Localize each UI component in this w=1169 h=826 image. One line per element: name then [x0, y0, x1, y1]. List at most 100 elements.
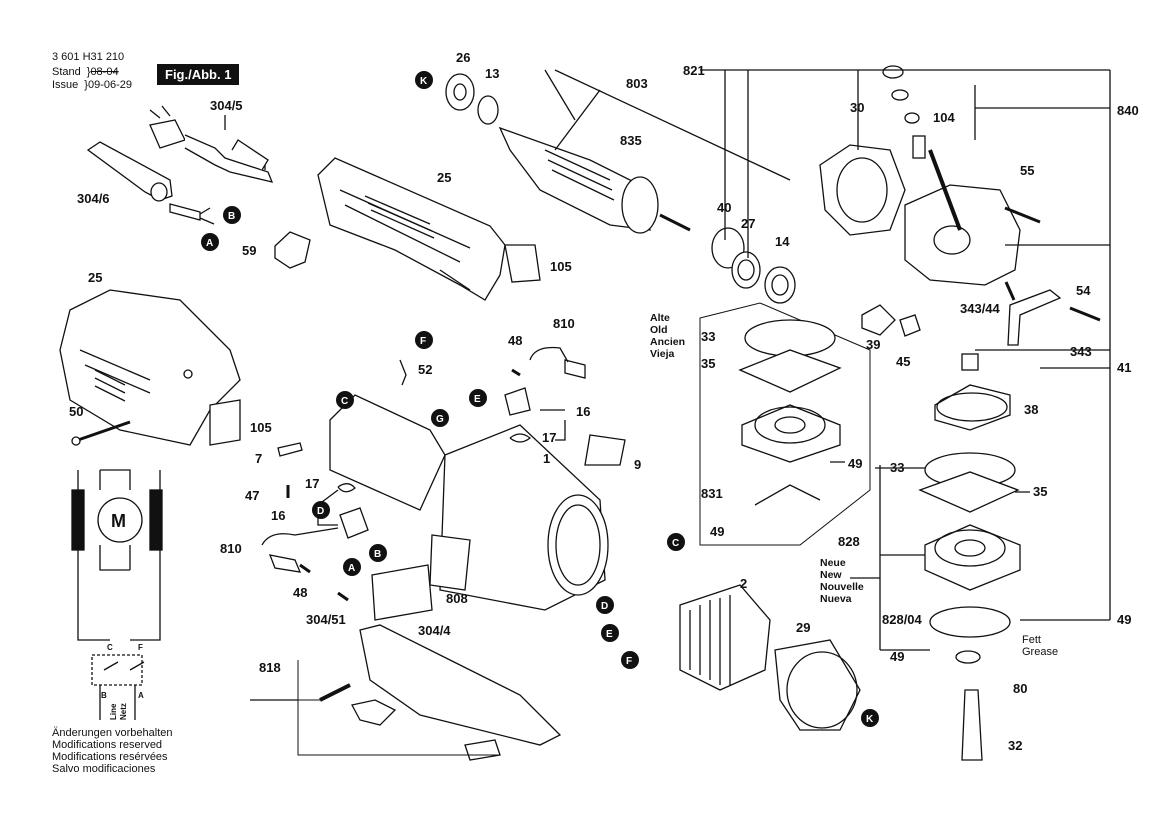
part-810-lower: 810 — [220, 541, 242, 556]
part-835: 835 — [620, 133, 642, 148]
part-27: 27 — [741, 216, 755, 231]
part-821: 821 — [683, 63, 705, 78]
stand-date: 08-04 — [90, 66, 119, 78]
wiring-schematic — [71, 469, 165, 720]
connector-f-mid: F — [420, 336, 426, 347]
issue-date: 09-06-29 — [87, 79, 133, 91]
part-810-upper: 810 — [553, 316, 575, 331]
part-818: 818 — [259, 660, 281, 675]
part-number-labels: 26 13 803 821 30 840 104 835 304/5 304/6… — [69, 50, 1139, 753]
old-edition-box — [699, 302, 871, 546]
connector-d-low: D — [601, 601, 608, 612]
part-16-upper: 16 — [576, 404, 590, 419]
switch-base — [319, 624, 562, 761]
part-343-44: 343/44 — [960, 301, 1001, 316]
motor-housing-upper — [317, 157, 506, 301]
part-17-lower: 17 — [305, 476, 319, 491]
armature — [445, 73, 691, 234]
part-840: 840 — [1117, 103, 1139, 118]
connector-a-top: A — [206, 238, 213, 249]
connector-b-top: B — [228, 211, 235, 222]
part-59: 59 — [242, 243, 256, 258]
schematic-b: B — [101, 691, 107, 700]
part-831: 831 — [701, 486, 723, 501]
connector-a-mid: A — [348, 563, 355, 574]
part-40: 40 — [717, 200, 731, 215]
part-304-51: 304/51 — [306, 612, 346, 627]
part-49-old-right: 49 — [848, 456, 862, 471]
schematic-c: C — [107, 643, 113, 652]
part-104: 104 — [933, 110, 955, 125]
strain-relief — [86, 141, 173, 201]
part-30: 30 — [850, 100, 864, 115]
field-housing — [439, 424, 609, 611]
part-55: 55 — [1020, 163, 1034, 178]
part-105-lower: 105 — [250, 420, 272, 435]
part-26: 26 — [456, 50, 470, 65]
part-80: 80 — [1013, 681, 1027, 696]
part-1: 1 — [543, 451, 550, 466]
part-49-new-left: 49 — [890, 649, 904, 664]
connector-k-top: K — [420, 76, 428, 87]
part-33-new: 33 — [890, 460, 904, 475]
part-54: 54 — [1076, 283, 1091, 298]
note-fr: Modifications resérvées — [52, 751, 168, 763]
part-14: 14 — [775, 234, 790, 249]
part-828-04: 828/04 — [882, 612, 923, 627]
power-plug-cord — [149, 105, 274, 183]
gear-head — [882, 65, 1021, 286]
note-de: Änderungen vorbehalten — [52, 727, 173, 739]
note-en: Modifications reserved — [52, 739, 163, 751]
part-25-upper: 25 — [437, 170, 451, 185]
part-304-4: 304/4 — [418, 623, 451, 638]
part-41: 41 — [1117, 360, 1131, 375]
stand-label: Stand — [52, 66, 81, 78]
part-9: 9 — [634, 457, 641, 472]
part-52: 52 — [418, 362, 432, 377]
part-343: 343 — [1070, 344, 1092, 359]
part-35-new: 35 — [1033, 484, 1047, 499]
field-coil — [679, 584, 771, 691]
part-47: 47 — [245, 488, 259, 503]
part-25-lower: 25 — [88, 270, 102, 285]
part-39: 39 — [866, 337, 880, 352]
part-number: 3 601 H31 210 — [52, 51, 125, 63]
part-29: 29 — [796, 620, 810, 635]
part-304-6: 304/6 — [77, 191, 110, 206]
part-13: 13 — [485, 66, 499, 81]
modification-notes: Änderungen vorbehalten Modifications res… — [52, 727, 172, 775]
connector-d-mid: D — [317, 506, 324, 517]
figure-label: Fig./Abb. 1 — [157, 64, 240, 85]
connector-g: G — [436, 414, 444, 425]
part-50: 50 — [69, 404, 83, 419]
schematic-netz: Netz — [119, 703, 128, 720]
part-49-old-left: 49 — [710, 524, 724, 539]
schematic-f: F — [138, 643, 143, 652]
schematic-line: Line — [109, 703, 118, 720]
part-808: 808 — [446, 591, 468, 606]
part-803: 803 — [626, 76, 648, 91]
connector-f-low: F — [626, 656, 632, 667]
schematic-a: A — [138, 691, 144, 700]
connector-b-mid: B — [374, 549, 381, 560]
connector-c-low: C — [672, 538, 679, 549]
part-32: 32 — [1008, 738, 1022, 753]
connector-c-mid: C — [341, 396, 348, 407]
connector-e-mid: E — [474, 394, 481, 405]
connector-k-low: K — [866, 714, 874, 725]
part-38: 38 — [1024, 402, 1038, 417]
connector-e-low: E — [606, 629, 613, 640]
part-2: 2 — [740, 576, 747, 591]
part-105-upper: 105 — [550, 259, 572, 274]
part-35-old: 35 — [701, 356, 715, 371]
part-7: 7 — [255, 451, 262, 466]
part-45: 45 — [896, 354, 910, 369]
note-es: Salvo modificaciones — [52, 763, 156, 775]
part-48-lower: 48 — [293, 585, 307, 600]
connector-badges: K B A F C G E D B A C D E F K — [201, 71, 879, 727]
motor-housing-lower — [59, 289, 241, 446]
